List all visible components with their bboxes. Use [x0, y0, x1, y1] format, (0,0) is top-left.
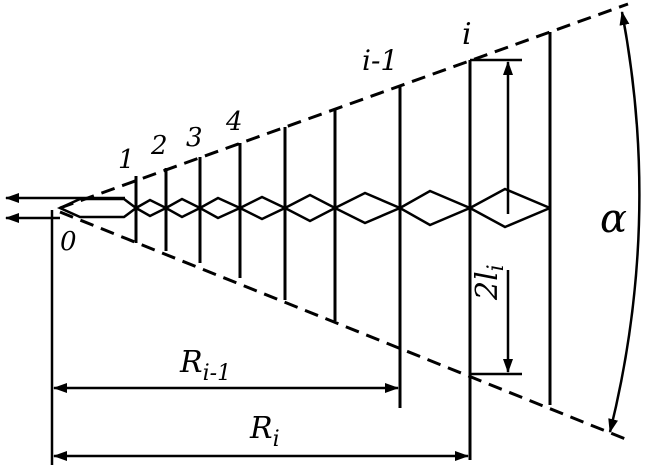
envelope-upper-line — [59, 2, 629, 210]
label-r-prev: Ri-1 — [179, 345, 231, 386]
label-dipole-3: 3 — [186, 123, 203, 153]
transmission-line-upper — [135, 187, 551, 210]
label-dipole-4: 4 — [225, 107, 243, 137]
label-2li: 2li — [470, 264, 509, 301]
label-dipole-1: 1 — [118, 145, 135, 175]
dipole-elements — [134, 32, 552, 460]
label-angle-alpha: α — [600, 196, 627, 242]
transmission-line-lower — [135, 206, 551, 229]
feed-point — [56, 197, 139, 219]
label-origin: 0 — [60, 227, 77, 257]
angle-alpha-arc — [608, 11, 641, 433]
svg-text:2li: 2li — [470, 264, 509, 301]
envelope-lower-line — [59, 210, 629, 442]
label-dipole-2: 2 — [150, 131, 168, 161]
label-dipole-i: i — [462, 17, 472, 52]
label-r-cur: Ri — [249, 411, 280, 452]
label-dipole-i-1: i-1 — [362, 44, 398, 77]
